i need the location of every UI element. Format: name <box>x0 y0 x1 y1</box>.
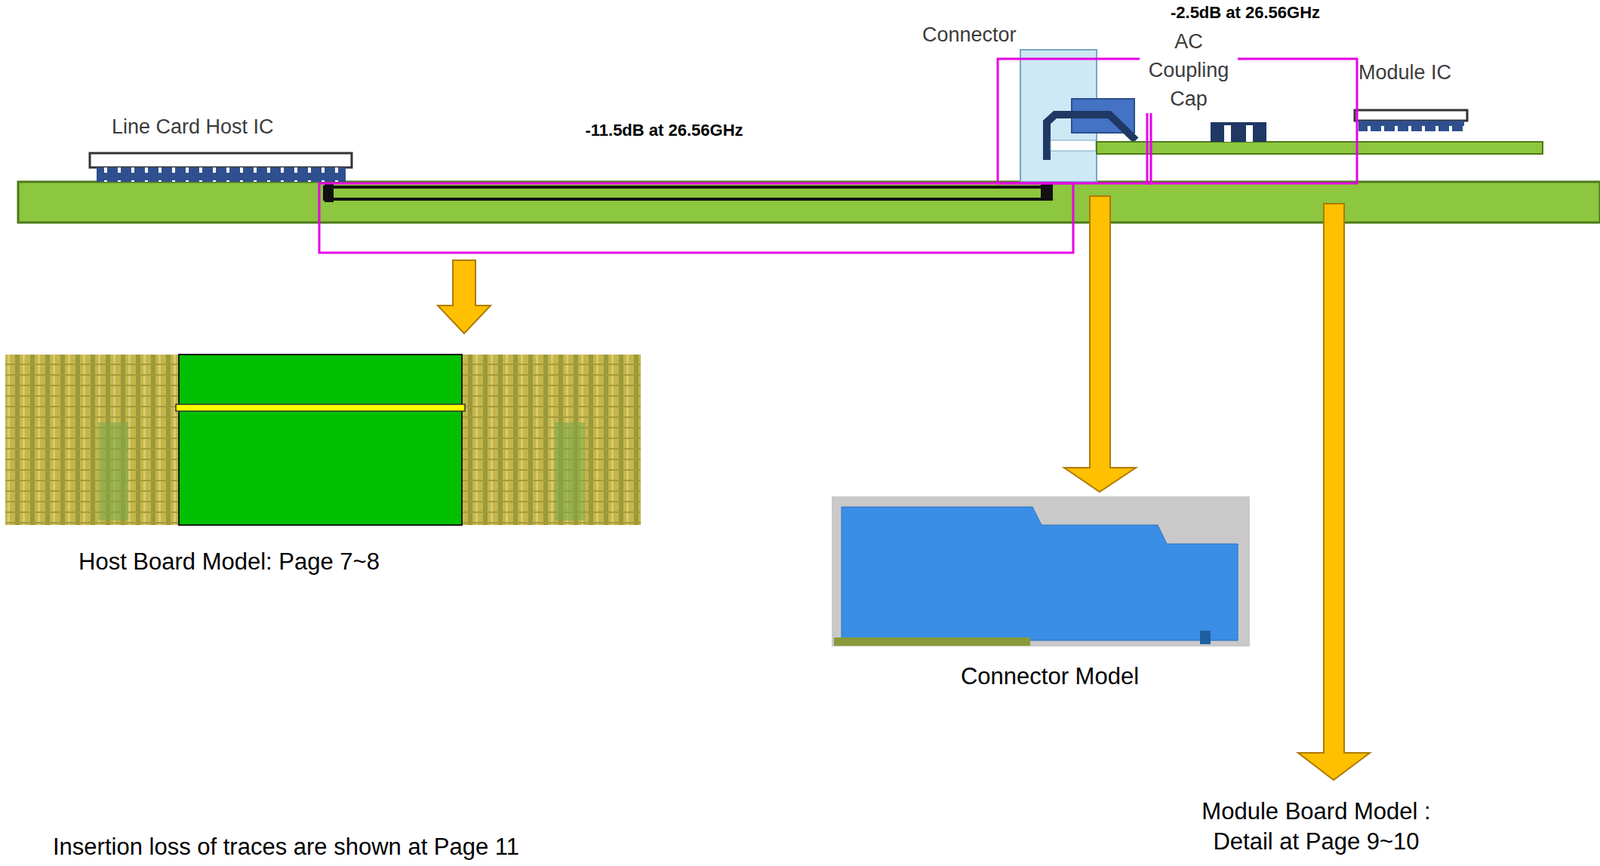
down-arrow <box>1298 203 1370 781</box>
module-board <box>1096 141 1543 154</box>
cap-gap <box>1224 125 1231 142</box>
connector-model-pads <box>833 637 1031 647</box>
part-name: AC Coupling Cap <box>1139 27 1238 114</box>
host-trace <box>324 187 1052 200</box>
host-model-via-region <box>461 354 641 526</box>
host-model-board <box>178 354 462 526</box>
model-caption: Module Board Model : Detail at Page 9~10 <box>1187 796 1445 858</box>
trace-end <box>324 184 334 203</box>
part-name: Line Card Host IC <box>111 114 384 139</box>
module-ic-pins <box>1358 120 1465 132</box>
host-model-ground <box>554 422 585 521</box>
down-arrow <box>1064 196 1136 493</box>
part-name: Connector <box>922 22 1074 47</box>
part-name: Module IC <box>1358 60 1525 85</box>
connector-slot <box>1050 140 1096 151</box>
host-ic-pins <box>96 167 346 182</box>
connector-model-bg <box>831 496 1250 647</box>
loss-note: -11.5dB at 26.56GHz <box>528 120 800 141</box>
loss-note: -2.5dB at 26.56GHz <box>1116 3 1374 23</box>
note: Insertion loss of traces are shown at Pa… <box>52 833 733 862</box>
host-model-trace <box>175 404 465 412</box>
module-ic-body <box>1354 110 1468 121</box>
down-arrow <box>437 260 491 334</box>
region-box <box>997 58 1151 184</box>
host-ic-body <box>89 153 352 168</box>
region-box <box>319 183 1074 253</box>
model-caption: Host Board Model: Page 7~8 <box>78 547 532 576</box>
ac-coupling-cap <box>1210 122 1267 142</box>
host-model-via-region <box>5 354 181 526</box>
model-caption: Connector Model <box>898 662 1201 691</box>
cap-gap <box>1246 125 1253 142</box>
host-model-ground <box>98 422 129 521</box>
connector-model-shape <box>841 507 1238 641</box>
connector-model-pin <box>1200 630 1211 645</box>
host-board <box>18 181 1600 223</box>
